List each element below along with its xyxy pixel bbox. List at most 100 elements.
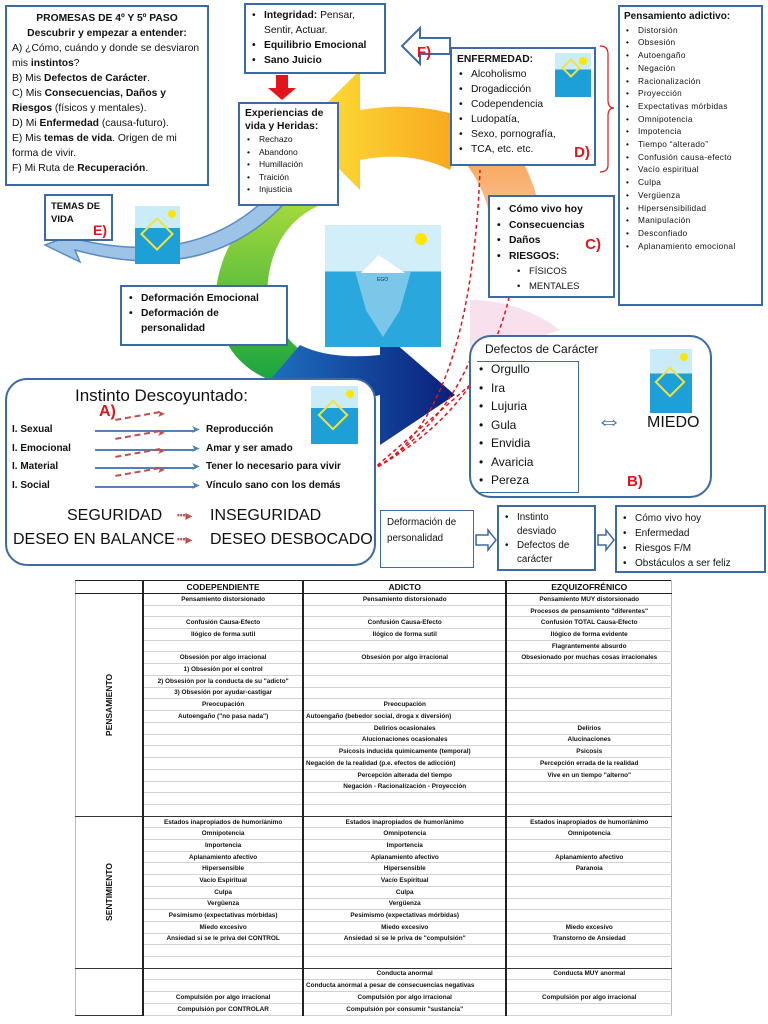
table-row: 3) Obsesión por ayudar-castigar (76, 687, 673, 700)
table-cell: Paranoia (505, 862, 673, 876)
instinto-output: Tener lo necesario para vivir (206, 461, 341, 472)
deseo-balance-label: DESEO EN BALANCE (13, 531, 175, 548)
table-cell: Confusión Causa-Efecto (142, 616, 304, 630)
defectos-title: Defectos de Carácter (485, 342, 599, 356)
table-cell: Alucionaciones ocasionales (302, 734, 507, 747)
table-cell (505, 874, 673, 887)
table-cell: Miedo excesivo (505, 921, 673, 934)
table-cell: 1) Obsesión por el control (142, 663, 304, 676)
table-cell: Conducta anormal (302, 968, 507, 981)
table-cell: Vacío Espiritual (302, 874, 507, 887)
table-cell (142, 722, 304, 735)
pensamiento-item: Racionalización (624, 75, 757, 88)
table-cell: Negación - Racionalización - Proyección (302, 781, 507, 794)
table-cell: Vacío Espiritual (142, 874, 304, 887)
outline-arrow-f (400, 25, 451, 67)
yellow-arrow (300, 70, 470, 190)
deformacion-personalidad-box: Deformación de personalidad (380, 510, 474, 568)
table-cell (302, 663, 507, 676)
table-cell: Omnipotencia (302, 827, 507, 841)
pensamiento-item: Manipulación (624, 214, 757, 227)
table-cell: Autoengaño (bebedor social, droga x dive… (302, 710, 507, 723)
deseo-desbocado-label: DESEO DESBOCADO (210, 531, 373, 548)
table-cell: Flagrantemente absurdo (505, 640, 673, 653)
instinto-input: I. Social (12, 479, 50, 491)
table-cell: 3) Obsesión por ayudar-castigar (142, 687, 304, 700)
red-brace (599, 45, 615, 173)
promesas-title: PROMESAS DE 4º Y 5º PASO (36, 13, 178, 24)
table-cell (505, 909, 673, 922)
experiencias-box: Experiencias de vida y Heridas: RechazoA… (238, 102, 339, 206)
table-cell (505, 675, 673, 688)
integridad-item: Sano Juicio (250, 53, 380, 68)
table-cell (142, 757, 304, 770)
arrow-line (95, 448, 195, 451)
table-row: Pesimismo (expectativas mórbidas)Pesimis… (76, 909, 673, 922)
enfermedad-item: Drogadicción (457, 82, 589, 97)
table-row: Flagrantemente absurdo (76, 640, 673, 653)
table-cell: Aplanamiento afectivo (142, 851, 304, 864)
table-cell: Conducta MUY anormal (505, 968, 673, 981)
seguridad-label: SEGURIDAD (67, 507, 163, 524)
como-vivo-hoy-box: Cómo vivo hoyConsecuenciasDañosRIESGOS: … (488, 195, 615, 298)
instinto-output: Reproducción (206, 424, 274, 435)
table-cell (302, 640, 507, 653)
pensamiento-item: Desconfiado (624, 227, 757, 240)
como-vivo-item: Consecuencias (495, 218, 608, 234)
section-label-text: SENTIMIENTO (104, 863, 115, 922)
instinto-title: Instinto Descoyuntado: (75, 386, 248, 405)
table-cell: Importencia (142, 839, 304, 852)
promesa-b: B) Mis Defectos de Carácter. (12, 73, 150, 84)
table-cell (142, 804, 304, 817)
table-cell: Aplanamiento afectivo (505, 851, 673, 864)
table-row (76, 792, 673, 805)
pensamiento-item: Culpa (624, 176, 757, 189)
table-row: Conducta anormal a pesar de consecuencia… (76, 979, 673, 993)
table-row (76, 956, 673, 969)
table-cell: Hipersensible (142, 862, 304, 876)
enfermedad-item: Alcoholismo (457, 67, 589, 82)
arrow-line (95, 430, 195, 432)
label-b: B) (627, 473, 643, 490)
label-f: F) (417, 44, 432, 61)
table-cell (505, 687, 673, 700)
table-cell: Pesimismo (expectativas mórbidas) (302, 909, 507, 922)
table-cell: Psicosis (505, 745, 673, 758)
table-cell (142, 769, 304, 782)
pensamiento-item: Negación (624, 62, 757, 75)
red-down-arrow (268, 75, 296, 100)
flow-item: Enfermedad (621, 526, 760, 541)
table-cell (142, 640, 304, 653)
promesa-c: C) Mis Consecuencias, Daños y Riesgos (f… (12, 88, 166, 114)
table-cell: Estados inapropiados de humor/ánimo (505, 816, 673, 829)
instinto-desviado-box: Instinto desviadoDefectos de carácter (497, 505, 596, 571)
experiencia-item: Injusticia (245, 183, 332, 196)
pensamiento-item: Confusión causa-efecto (624, 151, 757, 164)
table-cell: Culpa (302, 886, 507, 899)
promesa-f: F) Mi Ruta de Recuperación. (12, 163, 149, 174)
table-cell: Miedo excesivo (302, 921, 507, 934)
flow-item: Defectos de carácter (503, 539, 590, 567)
flow-item: Riesgos F/M (621, 541, 760, 556)
defecto-item: Lujuria (477, 397, 533, 416)
defecto-item: Gula (477, 416, 533, 435)
table-cell: Compulsión por algo irracional (505, 991, 673, 1004)
table-cell (142, 745, 304, 758)
table-cell: Compulsión por algo irracional (142, 991, 304, 1004)
defecto-item: Envidia (477, 434, 533, 453)
arrow-line (95, 485, 195, 488)
arrow-line (95, 467, 195, 469)
table-cell: Vive en un tiempo "alterno" (505, 769, 673, 782)
table-cell: Culpa (142, 886, 304, 899)
temas-de-vida-box: TEMAS DE VIDA E) (44, 194, 113, 241)
table-cell (142, 968, 304, 981)
pensamiento-item: Tiempo “alterado” (624, 138, 757, 151)
section-label: SENTIMIENTO (75, 816, 144, 969)
dashed-arrow-head-icon: ➤ (157, 446, 166, 457)
